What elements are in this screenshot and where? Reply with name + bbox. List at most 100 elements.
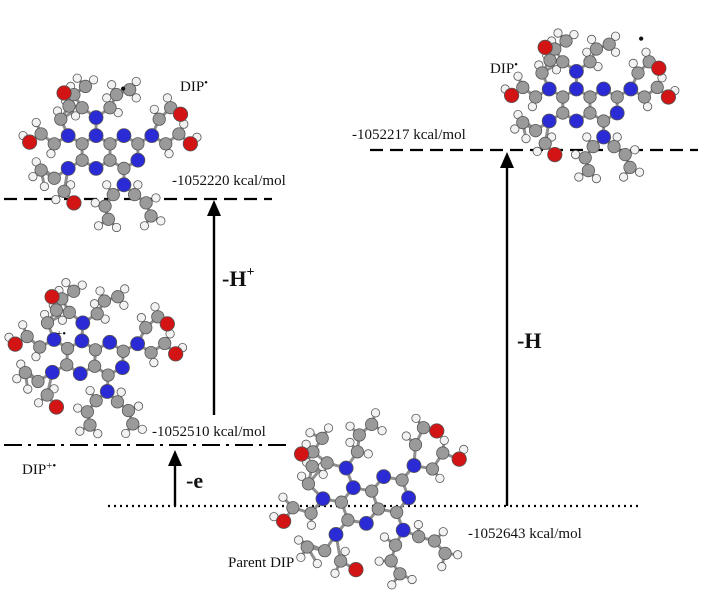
nitrogen-atom	[74, 333, 90, 349]
hydrogen-atom	[387, 580, 397, 590]
hydrogen-atom	[618, 172, 629, 182]
carbon-atom	[40, 388, 54, 402]
nitrogen-atom	[406, 458, 422, 473]
hydrogen-atom	[102, 180, 112, 190]
hydrogen-atom	[363, 449, 373, 459]
species-name: DIP	[180, 79, 205, 95]
hydrogen-atom	[582, 132, 592, 142]
hydrogen-atom	[345, 421, 355, 431]
carbon-atom	[103, 137, 117, 151]
hydrogen-atom	[296, 471, 307, 481]
nitrogen-atom	[401, 490, 416, 506]
hydrogen-atom	[377, 426, 387, 436]
carbon-atom	[60, 341, 75, 356]
hydrogen-atom	[630, 145, 640, 155]
nitrogen-atom	[623, 81, 639, 97]
hydrogen-atom	[95, 286, 105, 296]
carbon-atom	[393, 567, 407, 581]
hydrogen-atom	[345, 437, 355, 448]
carbon-atom	[103, 153, 117, 167]
nitrogen-atom	[60, 128, 76, 144]
hydrogen-atom	[46, 149, 56, 159]
hydrogen-atom	[634, 167, 645, 177]
step-superscript: +	[246, 265, 255, 280]
carbon-atom	[543, 53, 557, 67]
hydrogen-atom	[305, 428, 315, 438]
oxygen-atom	[159, 316, 175, 332]
carbon-atom	[650, 80, 664, 95]
arrow-hydrogen-loss	[500, 152, 514, 506]
carbon-atom	[116, 344, 130, 358]
carbon-atom	[390, 505, 404, 519]
carbon-atom	[40, 316, 55, 330]
carbon-atom	[159, 137, 173, 151]
hydrogen-atom	[278, 492, 288, 502]
hydrogen-atom	[107, 80, 117, 90]
hydrogen-atom	[438, 527, 448, 537]
carbon-atom	[34, 163, 48, 177]
hydrogen-atom	[610, 31, 621, 41]
energy-label-parent: -1052643 kcal/mol	[468, 526, 582, 542]
hydrogen-atom	[51, 194, 61, 205]
carbon-atom	[83, 418, 97, 432]
hydrogen-atom	[57, 315, 68, 325]
hydrogen-atom	[612, 132, 622, 142]
hydrogen-atom	[12, 374, 22, 384]
oxygen-atom	[44, 289, 60, 305]
carbon-atom	[334, 495, 349, 509]
nitrogen-atom	[395, 522, 411, 538]
hydrogen-atom	[370, 408, 381, 418]
hydrogen-atom	[553, 28, 563, 38]
hydrogen-atom	[23, 384, 33, 394]
oxygen-atom	[182, 136, 198, 152]
carbon-atom	[144, 345, 158, 360]
species-label-radical-left: DIP•	[180, 78, 208, 95]
nitrogen-atom	[609, 105, 625, 121]
carbon-atom	[62, 99, 76, 113]
oxygen-atom	[168, 346, 184, 362]
hydrogen-atom	[591, 174, 602, 184]
hydrogen-atom	[85, 385, 95, 396]
carbon-atom	[341, 513, 355, 527]
nitrogen-atom	[116, 177, 132, 193]
nitrogen-atom	[144, 128, 160, 144]
carbon-atom	[33, 340, 47, 354]
hydrogen-atom	[89, 75, 99, 85]
hydrogen-atom	[411, 413, 421, 423]
carbon-atom	[425, 462, 440, 476]
step-label-electron-loss: -e	[186, 468, 204, 493]
oxygen-atom	[48, 399, 65, 415]
species-superscript: +•	[46, 460, 57, 472]
nitrogen-atom	[569, 64, 584, 79]
carbon-atom	[371, 502, 385, 516]
carbon-atom	[352, 428, 366, 442]
carbon-atom	[350, 445, 365, 459]
energy-label-radical-left: -1052220 kcal/mol	[172, 173, 286, 189]
carbon-atom	[516, 80, 530, 95]
hydrogen-atom	[323, 423, 334, 433]
carbon-atom	[416, 421, 431, 435]
hydrogen-atom	[437, 562, 447, 572]
carbon-atom	[300, 540, 314, 554]
carbon-atom	[583, 106, 597, 120]
carbon-atom	[87, 359, 102, 373]
hydrogen-atom	[401, 431, 411, 441]
carbon-atom	[301, 477, 316, 491]
oxygen-atom	[348, 562, 364, 578]
hydrogen-atom	[641, 47, 651, 57]
carbon-atom	[101, 212, 115, 226]
nitrogen-atom	[315, 491, 331, 507]
energy-label-radical-right: -1052217 kcal/mol	[352, 127, 466, 143]
carbon-atom	[436, 446, 450, 460]
carbon-atom	[121, 403, 136, 418]
species-label-cation: DIP+•	[22, 460, 57, 478]
hydrogen-atom	[73, 403, 83, 413]
hydrogen-atom	[453, 550, 463, 560]
carbon-atom	[31, 374, 45, 389]
carbon-atom	[75, 101, 89, 115]
hydrogen-atom	[33, 398, 44, 408]
carbon-atom	[535, 66, 549, 80]
carbon-atom	[47, 171, 61, 185]
carbon-atom	[75, 153, 89, 167]
